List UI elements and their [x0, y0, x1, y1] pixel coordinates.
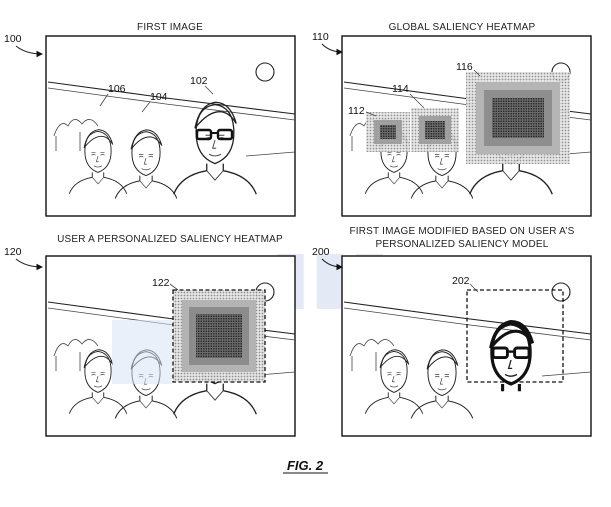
ref-label-110: 110: [312, 31, 329, 43]
panel-modified-image: FIRST IMAGE MODIFIED BASED ON USER A’S P…: [312, 226, 592, 437]
callout-104: 104: [150, 91, 168, 103]
ref-arrow-200: [321, 258, 344, 271]
callout-102: 102: [190, 75, 208, 87]
callout-106: 106: [108, 83, 126, 95]
heatmap-blob-116: [466, 72, 570, 164]
panel-first-image: FIRST IMAGE 100 106 104 102: [4, 22, 296, 217]
emphasized-person-202: [489, 320, 535, 392]
callout-114: 114: [392, 83, 409, 95]
ref-label-200: 200: [312, 246, 330, 258]
callout-122: 122: [152, 277, 170, 289]
ref-label-120: 120: [4, 246, 22, 258]
heatmap-blob-122: [172, 289, 266, 383]
emphasis-box-202: [466, 289, 564, 383]
callout-112: 112: [348, 105, 365, 117]
panel-caption-modified-line2: PERSONALIZED SALIENCY MODEL: [375, 239, 548, 250]
panel-global-heatmap: GLOBAL SALIENCY HEATMAP 110 116 114: [312, 22, 592, 217]
callout-202: 202: [452, 275, 470, 287]
ref-arrow-110: [321, 43, 344, 56]
figure-label: FIG. 2: [287, 458, 324, 473]
panel-caption-first: FIRST IMAGE: [137, 22, 203, 33]
panel-caption-global: GLOBAL SALIENCY HEATMAP: [389, 22, 536, 33]
glasses-icon: [195, 128, 234, 141]
callout-116: 116: [456, 61, 473, 73]
image-frame-first: [45, 35, 296, 217]
ref-label-100: 100: [4, 33, 22, 45]
heatmap-blob-112: [366, 112, 410, 152]
panel-caption-personalized: USER A PERSONALIZED SALIENCY HEATMAP: [57, 234, 283, 245]
ref-arrow-100: [15, 45, 44, 58]
panel-personalized-heatmap: USER A PERSONALIZED SALIENCY HEATMAP 120…: [4, 234, 296, 437]
ref-arrow-120: [15, 258, 44, 271]
heatmap-blob-114: [411, 108, 459, 152]
panel-caption-modified-line1: FIRST IMAGE MODIFIED BASED ON USER A’S: [349, 226, 574, 237]
